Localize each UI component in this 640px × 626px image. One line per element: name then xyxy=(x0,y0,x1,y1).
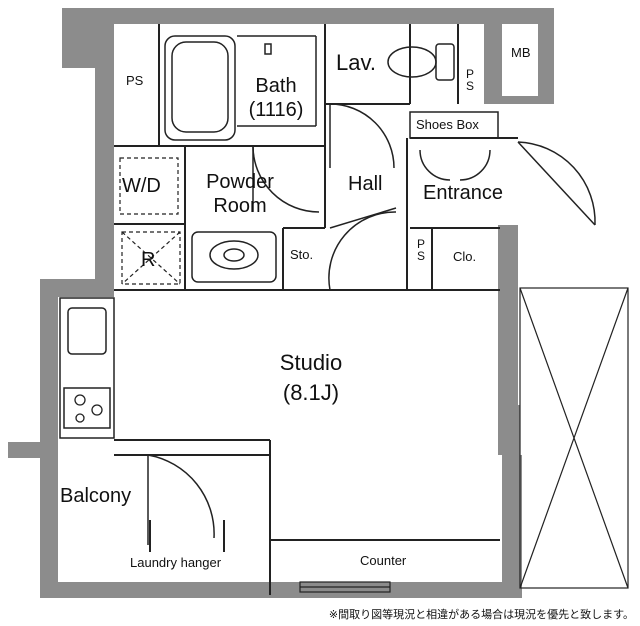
outdoor-area xyxy=(519,287,629,589)
room-label-hall: Hall xyxy=(348,173,383,195)
bathtub-icon xyxy=(164,35,317,141)
studio-size: (8.1J) xyxy=(282,380,340,405)
kitchen-counter xyxy=(59,297,115,439)
walls xyxy=(8,8,554,598)
bath-title: Bath xyxy=(255,75,297,97)
powder-line2: Room xyxy=(213,195,267,217)
stove-icon xyxy=(74,394,103,423)
room-label-sto: Sto. xyxy=(290,247,314,262)
room-label-r: R xyxy=(141,249,156,271)
doors xyxy=(147,103,596,545)
room-label-laundry-hanger: Laundry hanger xyxy=(130,555,222,570)
washer-dryer-space xyxy=(119,157,179,215)
washbasin-icon xyxy=(191,231,277,283)
room-label-ps-small-top: P S xyxy=(465,67,474,93)
room-label-wd: W/D xyxy=(122,175,161,197)
room-label-mb: MB xyxy=(511,45,531,60)
room-label-balcony: Balcony xyxy=(60,485,132,507)
room-label-counter: Counter xyxy=(360,553,407,568)
partitions xyxy=(114,24,518,595)
room-label-studio: Studio (8.1J) xyxy=(256,352,366,404)
room-label-shoes-box: Shoes Box xyxy=(416,117,479,132)
room-label-ps-top: PS xyxy=(126,73,144,88)
refrigerator-space xyxy=(121,231,181,285)
room-label-entrance: Entrance xyxy=(423,182,504,204)
room-label-lav: Lav. xyxy=(336,50,376,75)
laundry-hanger-icon xyxy=(149,520,225,552)
footnote: ※間取り図等現況と相違がある場合は現況を優先と致します。 xyxy=(328,608,634,621)
room-label-clo: Clo. xyxy=(453,249,477,264)
toilet-icon xyxy=(387,43,455,81)
powder-line1: Powder xyxy=(206,171,274,193)
room-label-bath: Bath (1116) xyxy=(236,76,316,120)
studio-title: Studio xyxy=(279,350,343,375)
bath-code: (1116) xyxy=(248,99,304,121)
window xyxy=(299,581,391,593)
room-label-ps-small-mid: P S xyxy=(416,237,425,263)
room-label-powder-room: Powder Room xyxy=(190,172,290,216)
